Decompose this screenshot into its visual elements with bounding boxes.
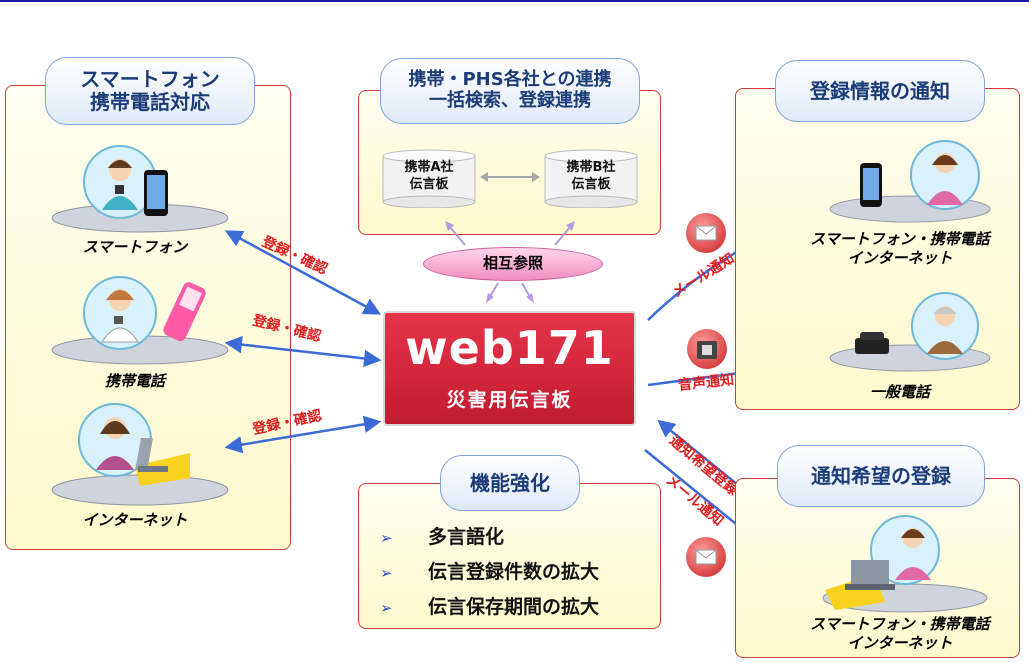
right-bottom-title: 通知希望の登録 bbox=[811, 463, 951, 488]
mail-icon-bottom bbox=[686, 537, 726, 577]
left-item-mobile-label: 携帯電話 bbox=[104, 372, 165, 390]
chevron-right-icon: ➢ bbox=[380, 564, 393, 582]
right-top-item1-label: スマートフォン・携帯電話 インターネット bbox=[775, 230, 1025, 268]
carrier-b-database-icon bbox=[544, 149, 638, 208]
feature-item-3: ➢ 伝言保存期間の拡大 bbox=[380, 592, 599, 619]
chevron-right-icon: ➢ bbox=[380, 599, 393, 617]
carrier-a-label: 携帯A社 伝言板 bbox=[381, 160, 477, 194]
carrier-a-line2: 伝言板 bbox=[409, 176, 449, 192]
feature-item-1-text: 多言語化 bbox=[428, 526, 505, 548]
feature-item-3-text: 伝言保存期間の拡大 bbox=[428, 596, 600, 618]
left-title-line1: スマートフォン bbox=[80, 67, 220, 91]
internet-user-illustration bbox=[51, 403, 229, 506]
carrier-b-line2: 伝言板 bbox=[571, 176, 611, 192]
feature-item-2-text: 伝言登録件数の拡大 bbox=[428, 561, 600, 583]
features-title: 機能強化 bbox=[470, 470, 550, 495]
right-bottom-item-line2: インターネット bbox=[847, 633, 953, 652]
feature-item-2: ➢ 伝言登録件数の拡大 bbox=[380, 557, 599, 584]
right-bottom-panel-title: 通知希望の登録 bbox=[777, 445, 985, 507]
envelope-icon bbox=[695, 549, 717, 565]
mutual-reference-arrows bbox=[445, 221, 575, 303]
register-user-illustration bbox=[822, 515, 988, 613]
left-panel-title: スマートフォン 携帯電話対応 bbox=[45, 57, 255, 125]
web171-logo: web171 bbox=[405, 321, 614, 375]
right-top-title: 登録情報の通知 bbox=[810, 78, 950, 103]
top-rule bbox=[0, 0, 1029, 2]
smartphone-user-illustration bbox=[51, 145, 229, 233]
top-panel-title: 携帯・PHS各社との連携 一括検索、登録連携 bbox=[380, 58, 640, 124]
feature-item-1: ➢ 多言語化 bbox=[380, 522, 504, 549]
right-bottom-item-label: スマートフォン・携帯電話 インターネット bbox=[775, 615, 1025, 653]
right-bottom-item-line1: スマートフォン・携帯電話 bbox=[810, 615, 990, 633]
top-title-line2: 一括検索、登録連携 bbox=[429, 90, 591, 111]
web171-center-box[interactable]: web171 災害用伝言板 bbox=[383, 311, 636, 426]
left-item-smartphone-label: スマートフォン bbox=[82, 238, 188, 256]
mutual-reference-label: 相互参照 bbox=[423, 247, 603, 281]
right-top-item1-line2: インターネット bbox=[847, 248, 953, 267]
carrier-a-line1: 携帯A社 bbox=[404, 160, 454, 175]
notify-smartphone-user-illustration bbox=[829, 140, 991, 223]
carrier-b-line1: 携帯B社 bbox=[566, 160, 616, 175]
envelope-icon bbox=[695, 225, 717, 241]
carrier-a-database-icon bbox=[382, 149, 476, 208]
right-top-item2-label: 一般電話 bbox=[869, 383, 930, 401]
left-title-line2: 携帯電話対応 bbox=[90, 90, 210, 114]
center-subtitle: 災害用伝言板 bbox=[446, 389, 573, 411]
db-link-arrow bbox=[480, 172, 540, 182]
mail-icon-top bbox=[686, 213, 726, 253]
chevron-right-icon: ➢ bbox=[380, 529, 393, 547]
left-item-internet-label: インターネット bbox=[82, 511, 188, 529]
phone-icon-circle bbox=[687, 329, 727, 369]
top-title-line1: 携帯・PHS各社との連携 bbox=[408, 69, 612, 91]
landline-user-illustration bbox=[829, 292, 991, 372]
right-top-panel-title: 登録情報の通知 bbox=[775, 60, 985, 122]
carrier-b-label: 携帯B社 伝言板 bbox=[543, 160, 639, 194]
mobile-phone-user-illustration bbox=[51, 276, 229, 365]
desk-phone-icon bbox=[697, 341, 717, 359]
features-panel-title: 機能強化 bbox=[440, 455, 580, 511]
right-top-item1-line1: スマートフォン・携帯電話 bbox=[810, 230, 990, 248]
